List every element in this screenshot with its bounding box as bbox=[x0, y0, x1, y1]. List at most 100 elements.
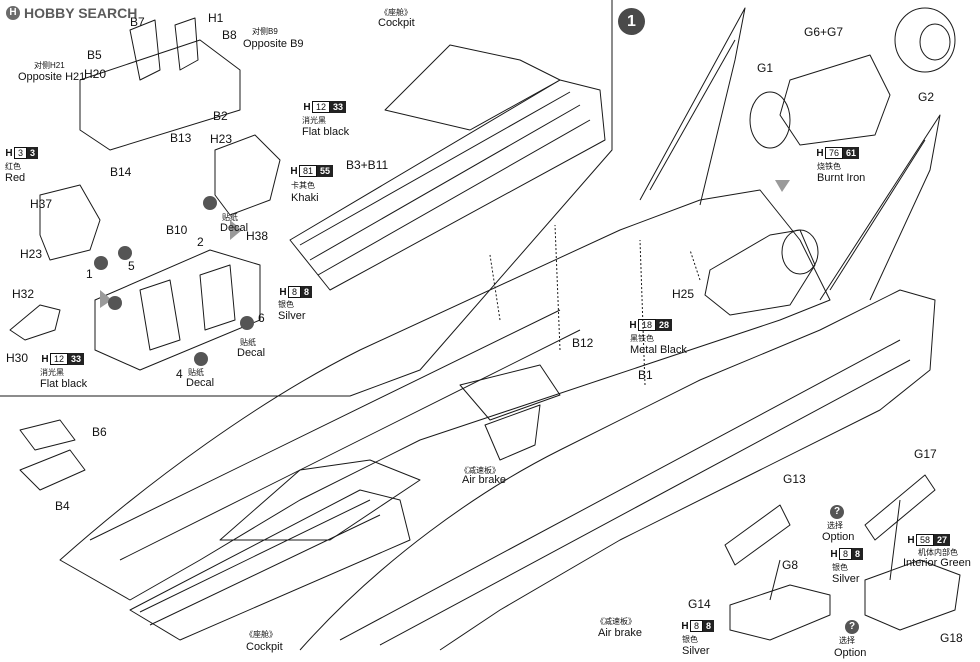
decal-label-en: Decal bbox=[237, 347, 266, 359]
part-label-b6: B6 bbox=[92, 425, 107, 439]
part-label-b8: B8 bbox=[222, 28, 237, 42]
part-label-h1: H1 bbox=[208, 11, 224, 25]
seat-h23 bbox=[39, 184, 101, 261]
canopy-part-h30 bbox=[9, 304, 61, 341]
part-label-b4: B4 bbox=[55, 499, 70, 513]
part-label-h20: H20 bbox=[84, 67, 107, 81]
paint-name-cn: 银色 bbox=[832, 563, 848, 572]
part-label-b3b11: B3+B11 bbox=[346, 158, 389, 172]
part-b6 bbox=[19, 419, 76, 451]
part-label-b14: B14 bbox=[110, 165, 132, 179]
decal-icon bbox=[94, 256, 108, 270]
part-label-h30: H30 bbox=[6, 351, 29, 365]
hobby-search-icon: H bbox=[6, 6, 20, 20]
part-b4 bbox=[19, 449, 86, 491]
ring-g1 bbox=[749, 91, 791, 149]
airbrake-part bbox=[459, 364, 561, 421]
paint-name-en: Flat black bbox=[40, 378, 88, 390]
part-label-g6g7: G6+G7 bbox=[804, 25, 844, 39]
paint-name-cn: 银色 bbox=[278, 300, 294, 309]
decal-icon bbox=[108, 296, 122, 310]
paint-name-cn: 机体内部色 bbox=[918, 548, 958, 557]
watermark-logo: H HOBBY SEARCH bbox=[6, 4, 137, 22]
part-label-h25: H25 bbox=[672, 287, 695, 301]
paint-name-en: Khaki bbox=[291, 192, 319, 204]
paint-name-en: Metal Black bbox=[630, 344, 687, 356]
decal-label-cn: 贴纸 bbox=[240, 338, 256, 347]
caption-airbrake-bot-cn: 《减速板》 bbox=[596, 617, 636, 626]
part-label-g17: G17 bbox=[914, 447, 937, 461]
part-label-g13: G13 bbox=[783, 472, 806, 486]
inset-frame bbox=[0, 0, 613, 397]
paint-name-cn: 消光黑 bbox=[302, 116, 326, 125]
caption-cockpit-bottom-cn: 《座舱》 bbox=[245, 630, 277, 639]
option-label-en: Option bbox=[822, 531, 855, 543]
option-label-cn: 选择 bbox=[839, 636, 855, 645]
paint-name-cn: 银色 bbox=[682, 635, 698, 644]
part-label-g14: G14 bbox=[688, 597, 711, 611]
vertical-tail-right bbox=[819, 114, 941, 301]
step-number-badge: 1 bbox=[618, 8, 645, 35]
decal-label-en: Decal bbox=[220, 222, 249, 234]
part-g14 bbox=[729, 584, 831, 641]
decal-icon bbox=[194, 352, 208, 366]
part-label-g2: G2 bbox=[918, 90, 935, 104]
paint-name-en: Red bbox=[5, 172, 26, 184]
paint-name-cn: 卡其色 bbox=[291, 181, 315, 190]
fuselage-right-half bbox=[299, 289, 936, 651]
part-label-b7: B7 bbox=[130, 15, 145, 29]
seat-h38 bbox=[214, 134, 281, 216]
part-label-b2: B2 bbox=[213, 109, 228, 123]
part-label-g8: G8 bbox=[782, 558, 799, 572]
paint-name-cn: 消光黑 bbox=[40, 368, 64, 377]
decal-icon bbox=[203, 196, 217, 210]
part-g18 bbox=[864, 559, 961, 631]
caption-cockpit-bottom-en: Cockpit bbox=[246, 641, 283, 653]
part-label-b5: B5 bbox=[87, 48, 102, 62]
cockpit-assembly-b10 bbox=[94, 249, 261, 371]
part-g17 bbox=[864, 474, 936, 541]
paint-name-en: Silver bbox=[278, 310, 306, 322]
caption-airbrake-bot-en: Air brake bbox=[598, 627, 643, 639]
part-label-g18: G18 bbox=[940, 631, 963, 645]
step-numeral-2: 2 bbox=[197, 235, 204, 249]
caption-airbrake-mid-cn: 《减速板》 bbox=[460, 466, 500, 475]
part-label-b9-en: Opposite B9 bbox=[243, 38, 304, 50]
part-label-h37: H37 bbox=[30, 197, 53, 211]
step-numeral-4: 4 bbox=[176, 367, 183, 381]
paint-name-en: Flat black bbox=[302, 126, 350, 138]
part-label-g1: G1 bbox=[757, 61, 774, 75]
part-label-b9-cn: 对侧B9 bbox=[252, 27, 278, 36]
paint-name-en: Burnt Iron bbox=[817, 172, 866, 184]
part-label-h21-en: Opposite H21 bbox=[18, 71, 86, 83]
paint-name-cn: 黑铁色 bbox=[630, 334, 654, 343]
cockpit-tub-top bbox=[289, 79, 606, 291]
step-numeral-5: 5 bbox=[128, 259, 135, 273]
decal-icon bbox=[240, 316, 254, 330]
paint-name-en: Silver bbox=[682, 645, 710, 657]
engine-g6g7 bbox=[779, 54, 891, 146]
caption-cockpit-top-en: Cockpit bbox=[378, 17, 415, 29]
fuselage-left-half bbox=[59, 189, 831, 601]
part-label-b10: B10 bbox=[166, 223, 188, 237]
part-label-h21-cn: 对侧H21 bbox=[34, 61, 65, 70]
exhaust-g2 bbox=[894, 7, 956, 73]
decal-label-cn: 贴纸 bbox=[188, 368, 204, 377]
ejection-seat-b2 bbox=[79, 39, 241, 151]
decal-label-en: Decal bbox=[186, 377, 215, 389]
option-label-en: Option bbox=[834, 647, 867, 659]
part-label-b12: B12 bbox=[572, 336, 594, 350]
cockpit-tub-bottom bbox=[129, 489, 411, 641]
part-label-b13: B13 bbox=[170, 131, 192, 145]
engine-burner bbox=[704, 229, 816, 316]
decal-label-cn: 贴纸 bbox=[222, 213, 238, 222]
step-numeral-6: 6 bbox=[258, 311, 265, 325]
